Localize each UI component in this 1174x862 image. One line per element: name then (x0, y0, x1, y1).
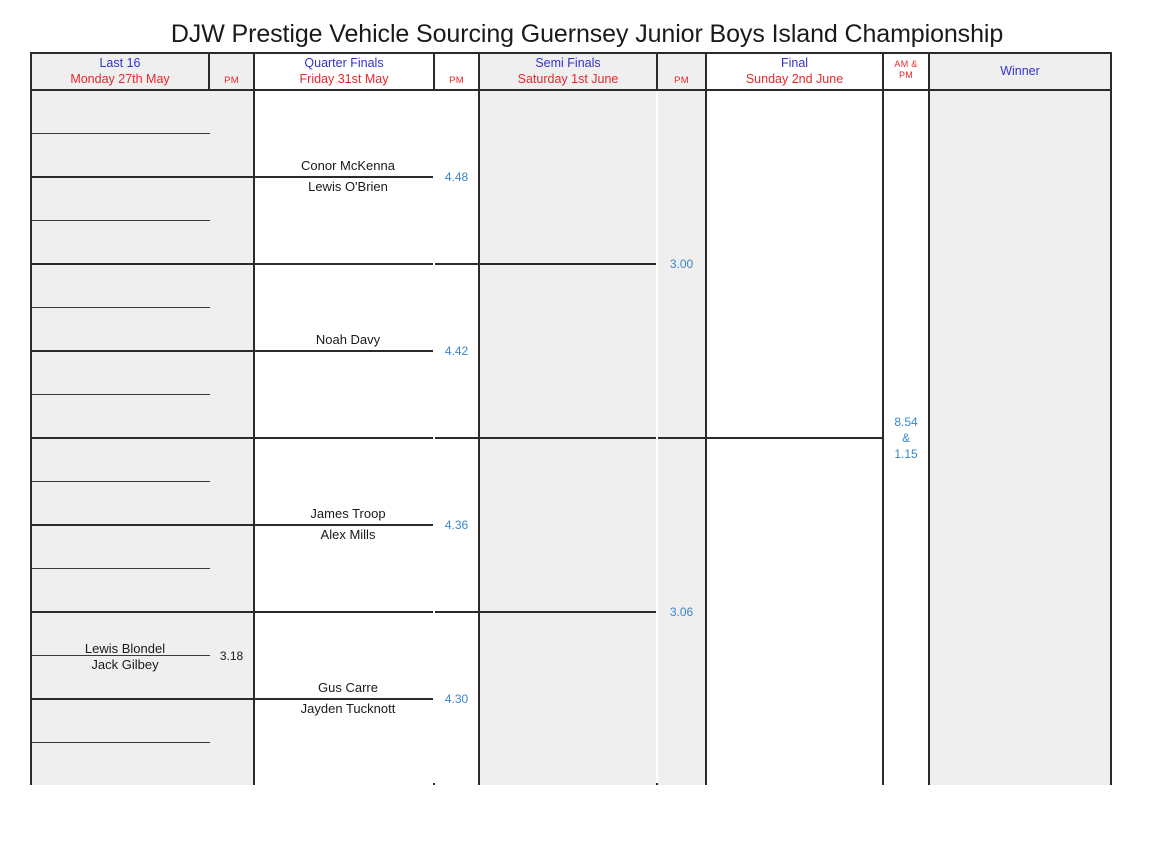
last16-match-time[interactable]: 3.18 (210, 613, 253, 700)
player-name: Alex Mills (320, 527, 376, 542)
last16-slot[interactable] (32, 265, 210, 308)
qf-slot-bottom[interactable]: Jayden Tucknott (255, 698, 433, 785)
sf-slot-bottom[interactable] (480, 263, 656, 437)
last16-slot[interactable] (32, 91, 210, 134)
last16-slot[interactable] (32, 352, 210, 395)
player-name: Lewis Blondel (84, 641, 166, 656)
quarter-final-match[interactable]: Noah Davy (255, 265, 433, 439)
last16-match-time[interactable] (210, 526, 253, 613)
semi-final-time[interactable]: 3.00 (658, 91, 705, 439)
last16-slot[interactable] (32, 395, 210, 439)
header-date-label: Monday 27th May (70, 71, 170, 86)
player-name: Jayden Tucknott (300, 701, 396, 716)
final-time-pm: 1.15 (894, 447, 918, 462)
header-round-label: Final (780, 55, 809, 70)
column-divider (253, 91, 255, 783)
header-pm-semi-finals: PM (658, 54, 707, 91)
player-name: Lewis O'Brien (308, 179, 388, 194)
header-semi-finals: Semi Finals Saturday 1st June (480, 54, 658, 91)
sf-slot-top[interactable] (480, 91, 656, 263)
header-pm-label: PM (898, 70, 914, 80)
last16-slot[interactable] (32, 221, 210, 265)
header-am-label: AM & (894, 59, 918, 70)
column-divider (478, 91, 480, 783)
quarter-final-match[interactable]: James Troop Alex Mills (255, 439, 433, 613)
qf-slot-top[interactable]: Gus Carre (255, 613, 433, 698)
page-title: DJW Prestige Vehicle Sourcing Guernsey J… (170, 20, 1004, 48)
qf-slot-bottom[interactable]: Alex Mills (255, 524, 433, 611)
header-winner: Winner (930, 54, 1110, 91)
quarter-final-time[interactable]: 4.42 (435, 265, 478, 439)
semi-final-match[interactable] (480, 439, 656, 785)
last16-slot[interactable] (32, 308, 210, 352)
header-last-16: Last 16 Monday 27th May (32, 54, 210, 91)
last16-slot[interactable] (32, 569, 210, 613)
qf-slot-top[interactable]: Noah Davy (255, 265, 433, 350)
column-divider (928, 91, 930, 783)
header-ampm-final: AM & PM (884, 54, 930, 91)
quarter-final-time[interactable]: 4.30 (435, 613, 478, 785)
header-pm-label: PM (674, 74, 689, 86)
header-round-label: Quarter Finals (304, 55, 384, 70)
header-date-label: Friday 31st May (299, 71, 389, 86)
last16-slot[interactable]: Jack Gilbey (32, 656, 210, 700)
last16-match-time[interactable] (210, 91, 253, 178)
final-slot-bottom[interactable] (707, 437, 882, 785)
last16-slot[interactable] (32, 178, 210, 221)
last16-match-time[interactable] (210, 178, 253, 265)
tournament-bracket: Last 16 Monday 27th May PM Quarter Final… (30, 52, 1112, 785)
last16-match-time[interactable] (210, 439, 253, 526)
header-round-label: Last 16 (99, 55, 141, 70)
final-time-am: 8.54 (894, 414, 918, 429)
last16-match-time[interactable] (210, 700, 253, 785)
final-slot-top[interactable] (707, 91, 882, 437)
quarter-final-time[interactable]: 4.48 (435, 91, 478, 265)
last16-slot[interactable] (32, 743, 210, 785)
semi-final-time[interactable]: 3.06 (658, 439, 705, 785)
header-final: Final Sunday 2nd June (707, 54, 884, 91)
winner-cell[interactable] (930, 91, 1110, 785)
header-pm-last-16: PM (210, 54, 255, 91)
column-divider (882, 91, 884, 783)
player-name: Conor McKenna (301, 158, 395, 174)
qf-slot-bottom[interactable] (255, 350, 433, 437)
header-round-label: Semi Finals (535, 55, 601, 70)
qf-slot-top[interactable]: Conor McKenna (255, 91, 433, 176)
last16-slot[interactable] (32, 134, 210, 178)
quarter-final-match[interactable]: Gus Carre Jayden Tucknott (255, 613, 433, 785)
qf-slot-top[interactable]: James Troop (255, 439, 433, 524)
header-pm-label: PM (449, 74, 464, 86)
header-round-label: Winner (1000, 63, 1040, 78)
last16-slot[interactable]: Lewis Blondel (32, 613, 210, 656)
last16-slot[interactable] (32, 700, 210, 743)
last16-slot[interactable] (32, 482, 210, 526)
quarter-final-match[interactable]: Conor McKenna Lewis O'Brien (255, 91, 433, 265)
column-divider (705, 91, 707, 783)
header-quarter-finals: Quarter Finals Friday 31st May (255, 54, 435, 91)
player-name: Gus Carre (318, 680, 378, 696)
player-name: James Troop (310, 506, 386, 522)
player-name: Jack Gilbey (91, 657, 159, 672)
header-pm-quarter-finals: PM (435, 54, 480, 91)
sf-slot-top[interactable] (480, 439, 656, 611)
sf-slot-bottom[interactable] (480, 611, 656, 785)
qf-slot-bottom[interactable]: Lewis O'Brien (255, 176, 433, 263)
header-pm-label: PM (224, 74, 239, 86)
quarter-final-time[interactable]: 4.36 (435, 439, 478, 613)
final-time-separator: & (901, 430, 910, 445)
last16-slot[interactable] (32, 526, 210, 569)
final-match[interactable] (707, 91, 882, 785)
final-match-time[interactable]: 8.54 & 1.15 (884, 91, 928, 785)
player-name: Noah Davy (315, 332, 381, 348)
semi-final-match[interactable] (480, 91, 656, 439)
header-date-label: Sunday 2nd June (745, 71, 844, 86)
last16-match-time[interactable] (210, 352, 253, 439)
header-date-label: Saturday 1st June (517, 71, 619, 86)
last16-match-time[interactable] (210, 265, 253, 352)
last16-slot[interactable] (32, 439, 210, 482)
